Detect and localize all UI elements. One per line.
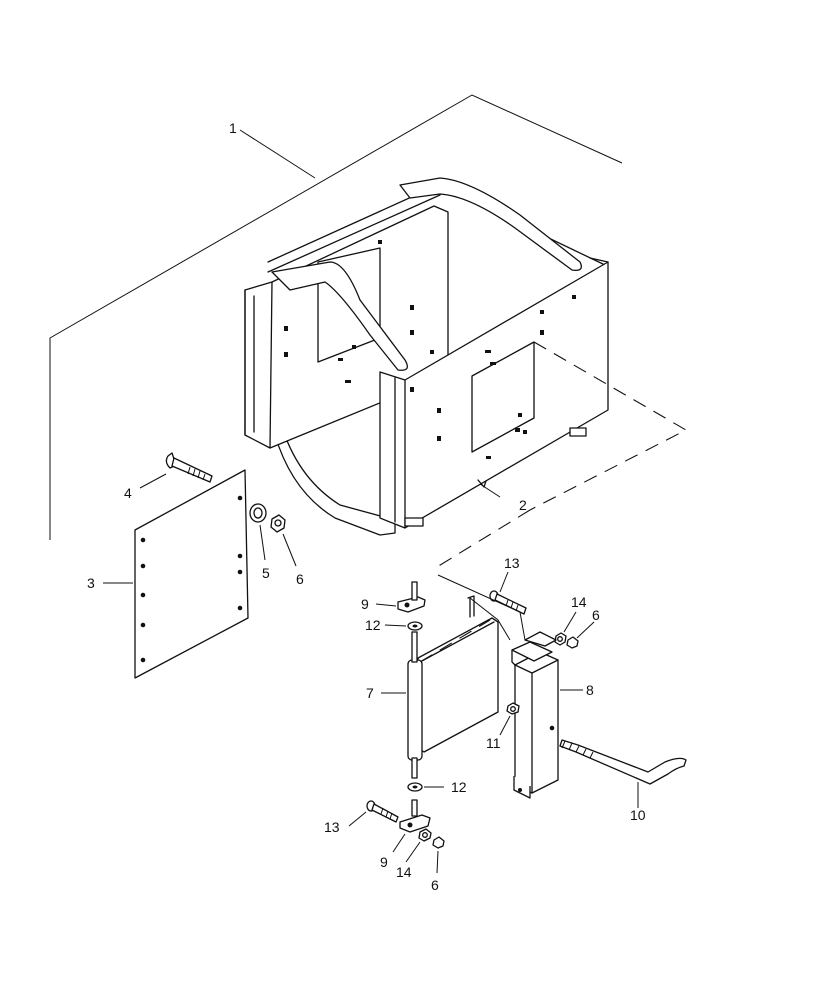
callout-8: 8 <box>586 682 594 698</box>
washer-and-nut <box>249 503 297 567</box>
callout-13-a: 13 <box>504 555 520 571</box>
callout-12-b: 12 <box>451 779 467 795</box>
callout-9-a: 9 <box>361 596 369 612</box>
door-panel <box>381 595 499 779</box>
callout-7: 7 <box>366 685 374 701</box>
frame-holes <box>284 240 576 459</box>
callout-2: 2 <box>519 497 527 513</box>
bolt <box>139 452 213 489</box>
latch-handle <box>559 739 687 808</box>
latch-post <box>437 574 583 799</box>
callout-13-b: 13 <box>324 819 340 835</box>
lower-bolt-and-nuts <box>348 800 445 874</box>
assembly-bracket-1 <box>49 94 623 540</box>
callout-1: 1 <box>229 120 237 136</box>
callout-11: 11 <box>486 735 501 751</box>
upper-hinge-bracket <box>375 581 426 631</box>
callout-6-c: 6 <box>431 877 439 893</box>
callout-9-b: 9 <box>380 854 388 870</box>
lower-hinge-bracket <box>392 782 444 853</box>
cover-plate <box>103 469 249 679</box>
callout-12-a: 12 <box>365 617 381 633</box>
callout-4: 4 <box>124 485 132 501</box>
callout-14-a: 14 <box>571 594 587 610</box>
upper-bolt-and-nuts <box>489 571 595 649</box>
callout-3: 3 <box>87 575 95 591</box>
callout-6-b: 6 <box>592 607 600 623</box>
callout-6-a: 6 <box>296 571 304 587</box>
callout-10: 10 <box>630 807 646 823</box>
main-frame <box>244 177 688 571</box>
callout-labels: 1 2 3 4 5 6 6 6 7 8 9 9 10 11 12 12 13 1… <box>87 120 646 893</box>
callout-14-b: 14 <box>396 864 412 880</box>
callout-5: 5 <box>262 565 270 581</box>
